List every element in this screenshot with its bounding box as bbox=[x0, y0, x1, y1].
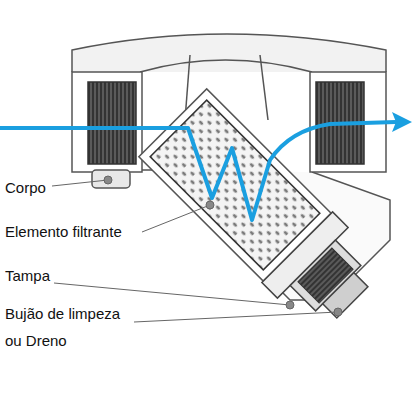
plug-head bbox=[323, 273, 368, 318]
part-label: Bujão de limpeza ou Dreno bbox=[5, 300, 133, 354]
part-label: Tampa bbox=[5, 262, 125, 289]
leader-lines bbox=[52, 176, 342, 322]
filter-element bbox=[150, 100, 320, 270]
part-label: Corpo bbox=[5, 174, 125, 201]
body-top bbox=[72, 34, 386, 72]
flow-arrowhead bbox=[392, 112, 412, 132]
inlet-port bbox=[72, 72, 142, 172]
body-lug bbox=[92, 170, 130, 188]
inlet-thread bbox=[88, 82, 136, 164]
body-rib bbox=[260, 55, 268, 120]
leader-line bbox=[52, 180, 108, 186]
leader-dot bbox=[206, 201, 214, 209]
leader-line bbox=[134, 312, 338, 322]
leader-dot bbox=[286, 301, 294, 309]
part-label: Elemento filtrante bbox=[5, 218, 165, 245]
leader-line bbox=[142, 205, 210, 232]
body-inner-top bbox=[140, 60, 312, 72]
flow-arrow bbox=[0, 122, 396, 220]
leader-line bbox=[54, 283, 290, 305]
leader-dot bbox=[334, 308, 342, 316]
leader-dot bbox=[104, 176, 112, 184]
